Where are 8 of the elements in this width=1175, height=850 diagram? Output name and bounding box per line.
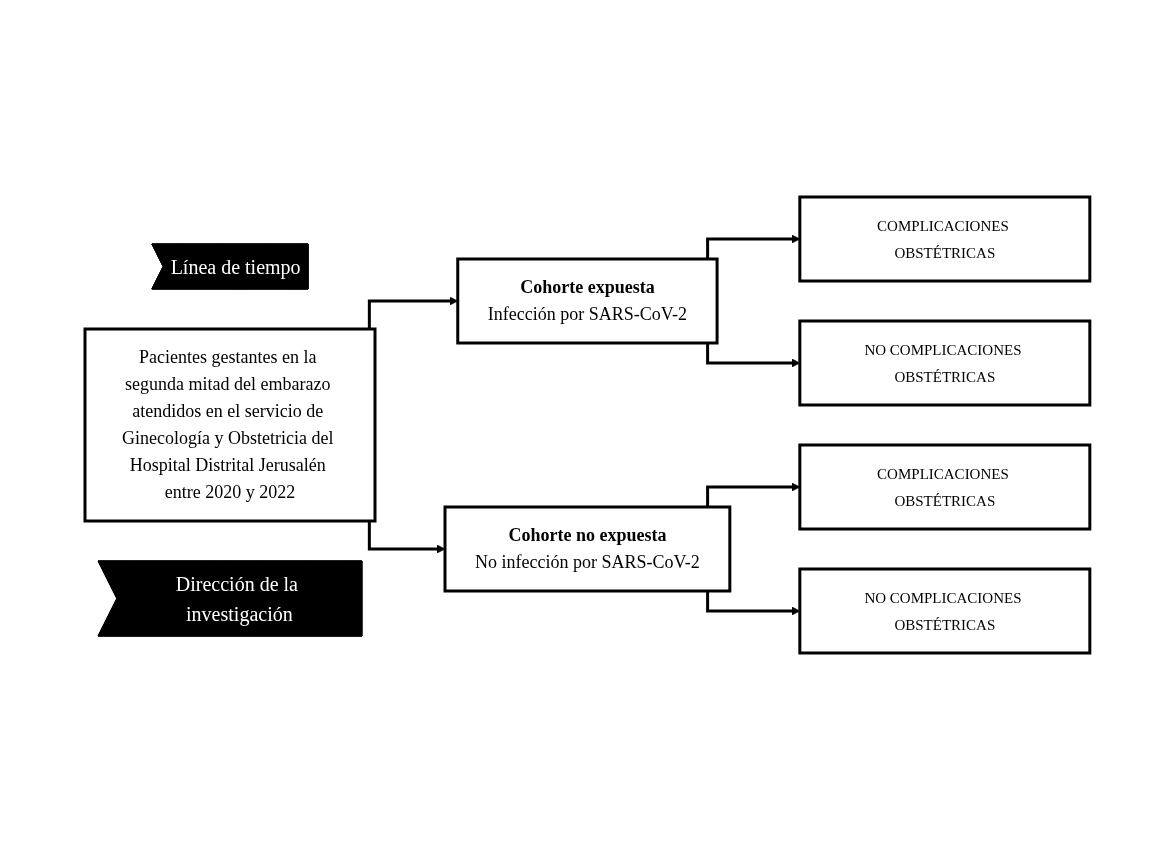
arrow [367,521,446,554]
node-box: COMPLICACIONES OBSTÉTRICAS [798,443,1092,531]
node-box: NO COMPLICACIONES OBSTÉTRICAS [798,319,1092,407]
node-box: COMPLICACIONES OBSTÉTRICAS [798,195,1092,283]
node-box: NO COMPLICACIONES OBSTÉTRICAS [798,567,1092,655]
node-box: Pacientes gestantes en la segunda mitad del embarazo atendidos en el servicio de Ginecología y Obstetricia del Hospital Distrital Jerusalén entre 2020 y 2022 [83,327,377,523]
node-box: Cohorte expuesta Infección por SARS-CoV-2 [456,257,719,345]
node-box: Cohorte no expuesta No infección por SARS-CoV-2 [443,505,732,593]
